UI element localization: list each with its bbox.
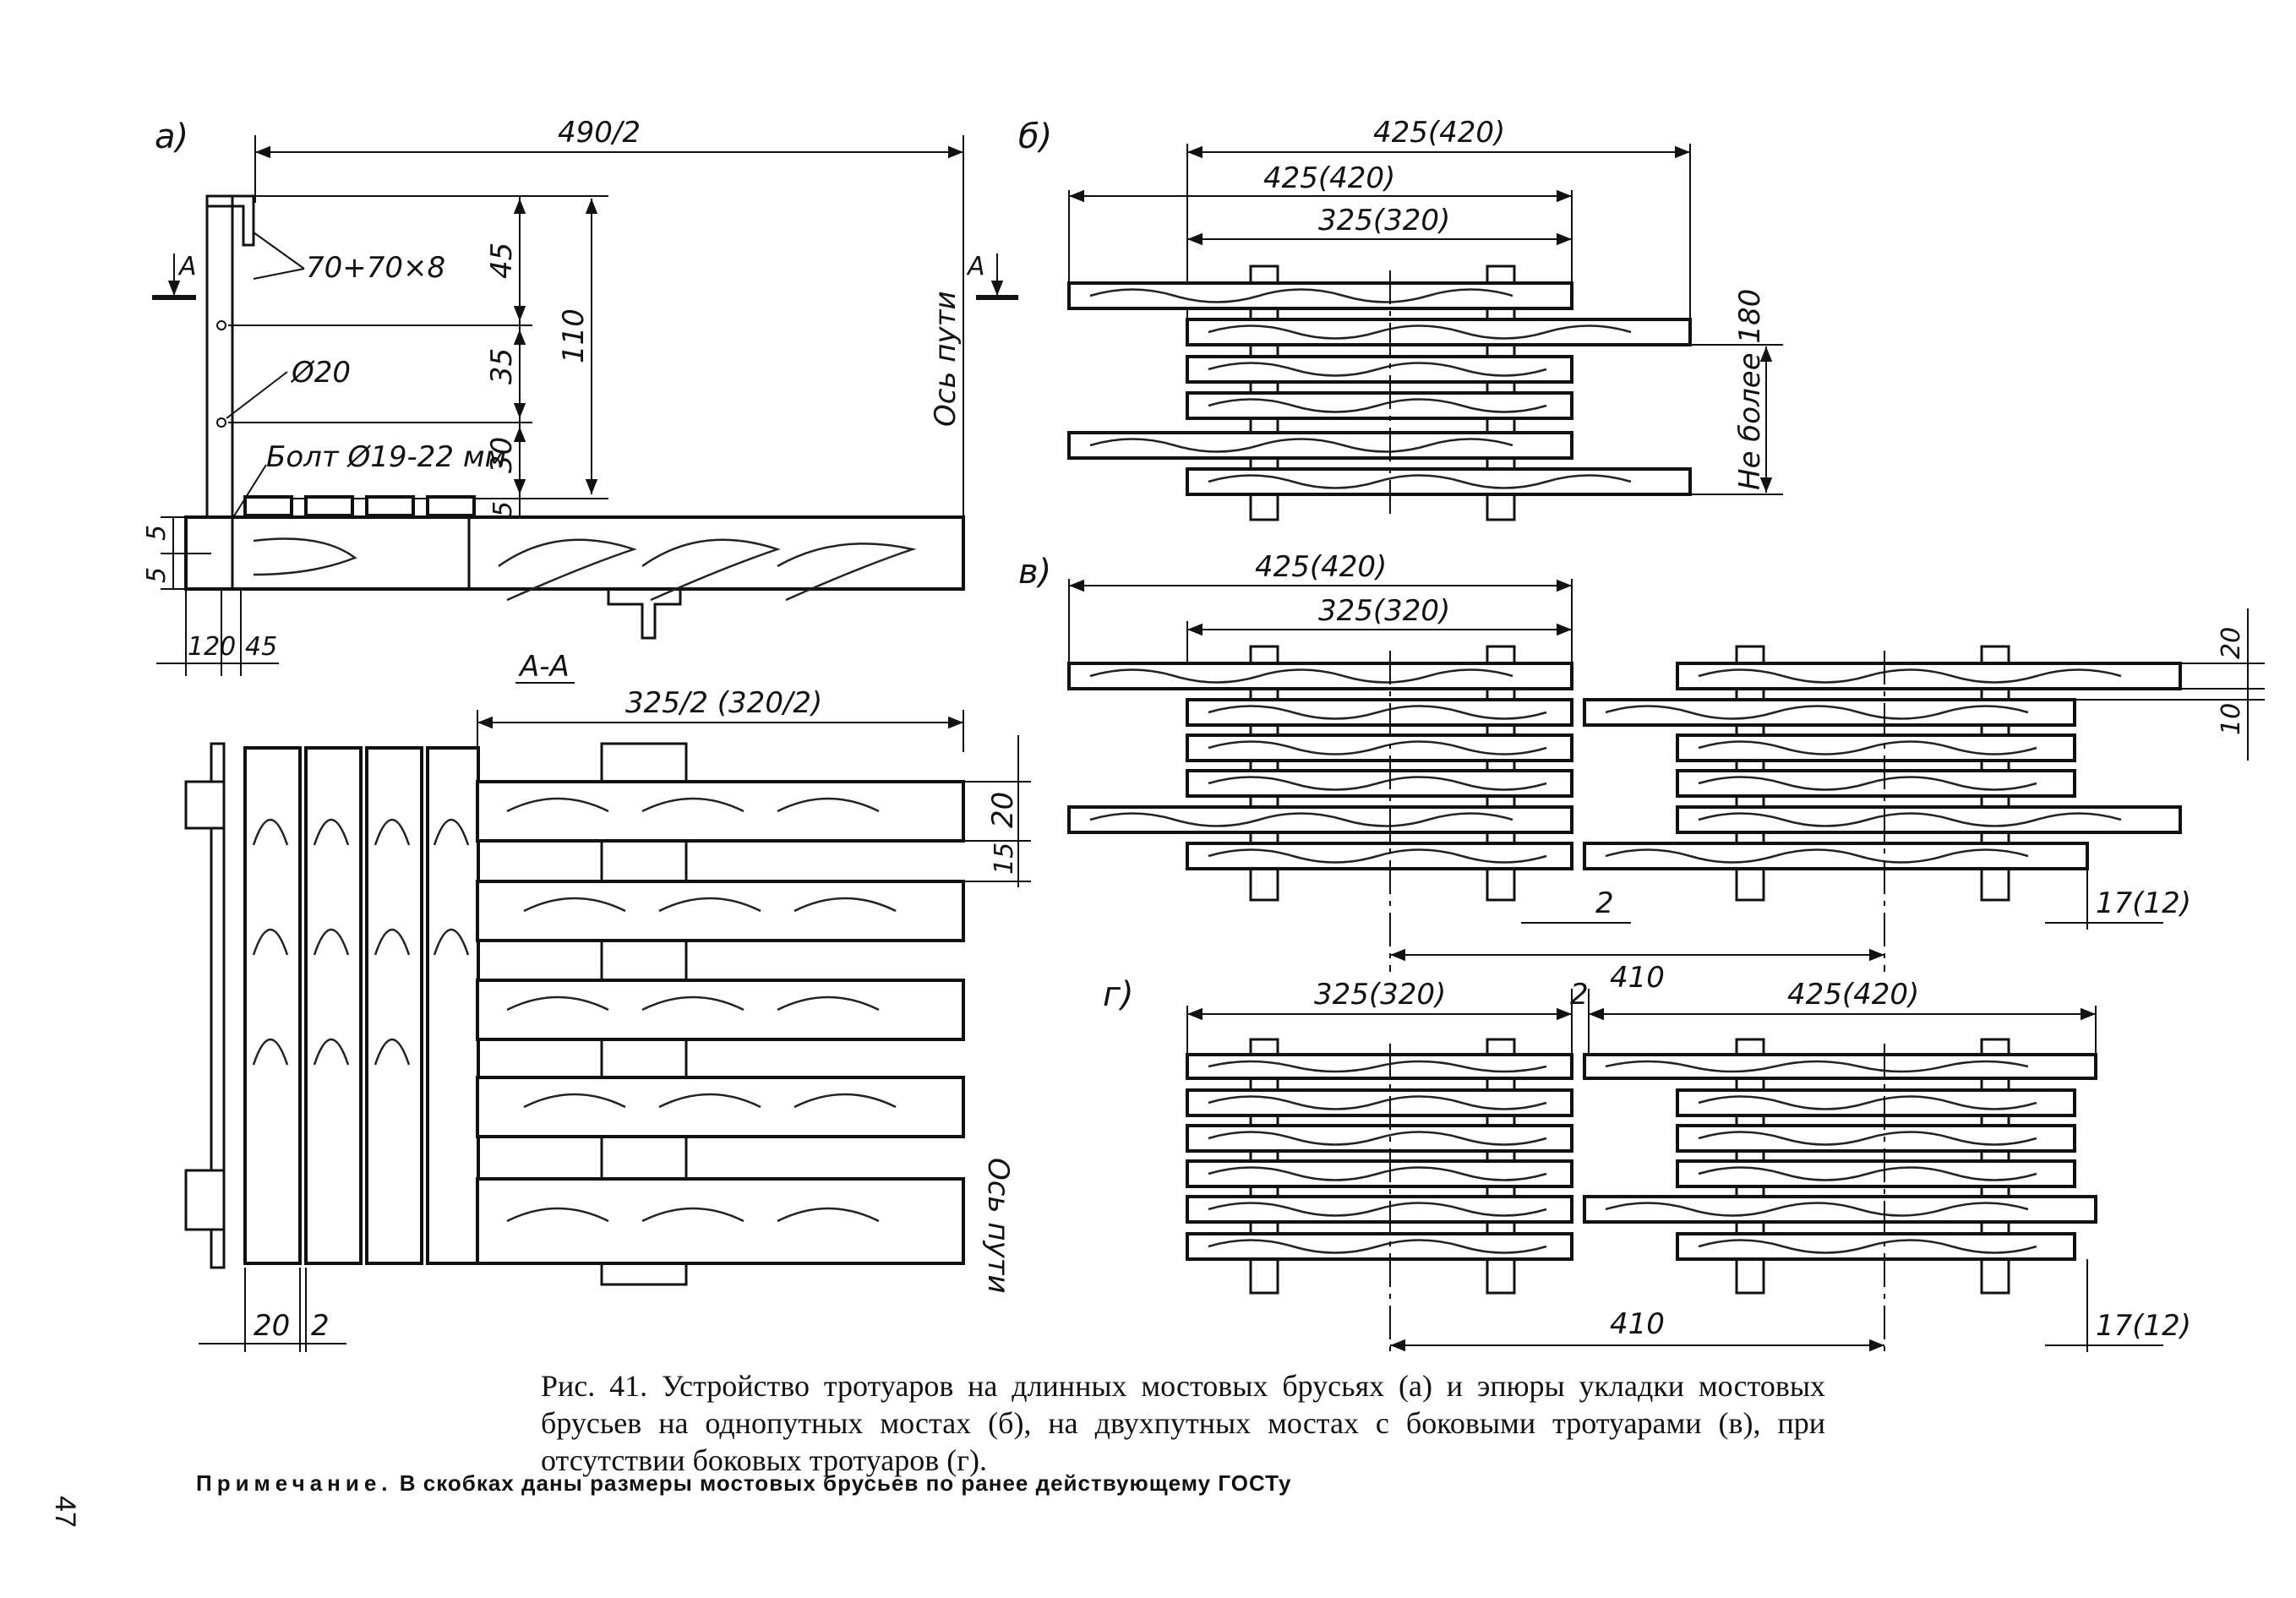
axis-label-a: Ось пути [929,291,963,427]
dim-20-right: 20 [986,792,1020,828]
section-aa-title: А-А [518,650,570,684]
panel-v-label: в) [1018,553,1051,592]
panel-b-dim2: 425(420) [1263,161,1395,195]
panel-v-dim1: 425(420) [1255,550,1387,584]
panel-b-label: б) [1018,117,1052,156]
dim-45-bottom: 45 [245,632,277,662]
dim-35: 35 [485,348,519,385]
dim-45: 45 [485,243,519,279]
panel-g-dim2: 425(420) [1787,978,1919,1012]
panel-b-dim3: 325(320) [1318,204,1450,237]
panel-v-10: 10 [2217,703,2246,735]
panel-v-dim2: 325(320) [1318,594,1450,628]
panel-v-gap: 2 [1595,886,1614,920]
dim-5-bottom: 5 [142,567,172,583]
panel-a-elevation: а) 490/2 70+70×8 Ø20 Болт Ø19-22 мм 45 3… [142,116,1018,676]
dim-110: 110 [557,308,591,363]
page-number: 47 [49,1496,81,1528]
section-aa: А-А 325/2 (320/2) [184,650,1031,1352]
dim-325-2: 325/2 (320/2) [625,686,822,720]
figure-note: Примечание. В скобках даны размеры мосто… [196,1470,1291,1497]
panel-g-sleepers [1186,1053,2097,1261]
panel-g-spacing: 410 [1610,1307,1665,1341]
dim-490-2: 490/2 [558,116,641,150]
note-text: В скобках даны размеры мостовых брусьев … [399,1470,1292,1496]
dim-20-bottom: 20 [254,1309,290,1343]
panel-v-offset: 17(12) [2096,886,2191,920]
bolt-label: Болт Ø19-22 мм [266,440,506,474]
walkway-boards [243,746,480,1265]
panel-g-offset: 17(12) [2096,1309,2191,1343]
section-sleepers [476,780,965,1265]
panel-g-gap: 2 [1570,978,1589,1012]
panel-g: г) 325(320) 2 425(420) [1103,975,2191,1352]
panel-v-sleepers [1067,662,2182,870]
note-label: Примечание. [196,1470,393,1496]
panel-v: в) 425(420) 325(320) [1018,550,2265,995]
panel-b-side: Не более 180 [1733,289,1767,490]
dim-5-top: 5 [142,525,172,541]
dim-5-right: 5 [488,501,518,517]
dim-15: 15 [990,843,1019,875]
axis-label-aa: Ось пути [981,1158,1015,1294]
section-mark-left: А [177,252,197,281]
panel-v-20: 20 [2217,627,2246,659]
panel-b-dim1: 425(420) [1373,116,1505,150]
section-mark-right: А [966,252,985,281]
dim-120: 120 [188,632,236,662]
panel-b: б) 425(420) 425(420) 325(320) Не более 1… [1018,116,1783,521]
dim-30: 30 [485,437,519,473]
angle-label: 70+70×8 [306,251,445,285]
hole-label: Ø20 [290,356,351,390]
panel-v-spacing: 410 [1610,961,1665,995]
panel-g-dim1: 325(320) [1314,978,1446,1012]
panel-a-label: а) [155,117,188,156]
dim-2-bottom: 2 [311,1309,330,1343]
panel-g-label: г) [1103,975,1134,1014]
figure-caption: Рис. 41. Устройство тротуаров на длинных… [541,1369,1825,1477]
